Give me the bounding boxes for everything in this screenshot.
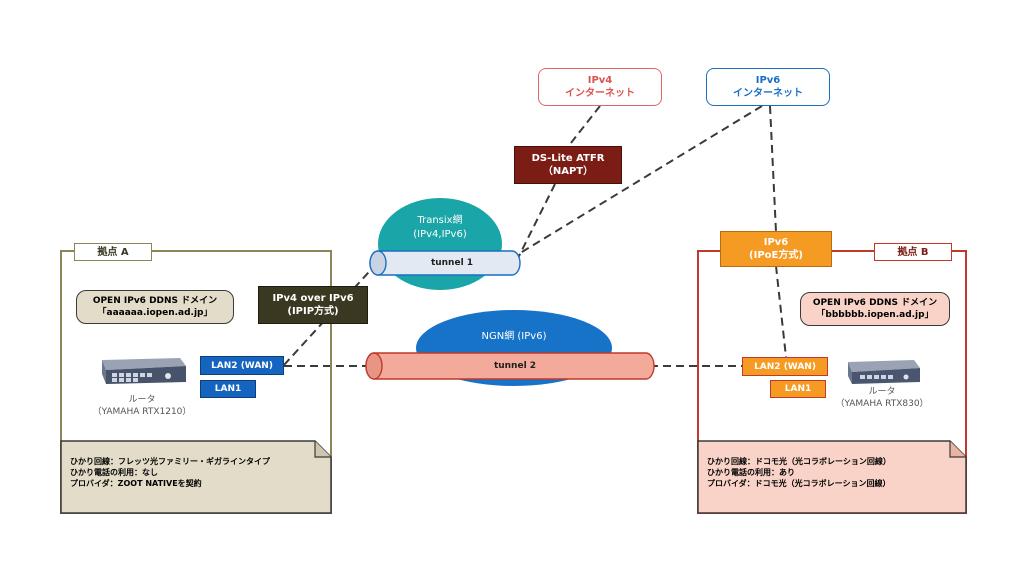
site-a-ddns: OPEN IPv6 DDNS ドメイン 「aaaaaa.iopen.ad.jp」 — [76, 290, 234, 324]
line-ipv6-to-tunnel1 — [511, 105, 763, 259]
site-a-info-line1: ひかり回線：フレッツ光ファミリー・ギガラインタイプ — [70, 457, 270, 466]
site-a-info-line3: プロバイダ：ZOOT NATIVEを契約 — [70, 479, 202, 488]
ipv6-internet-line2: インターネット — [733, 88, 803, 99]
site-b-info-line1: ひかり回線：ドコモ光（光コラボレーション回線） — [707, 457, 891, 466]
ipoe-box: IPv6 (IPoE方式) — [720, 231, 832, 267]
ipoe-line1: IPv6 — [763, 237, 789, 248]
site-a-info-shape — [60, 440, 332, 514]
site-b-info-shape — [697, 440, 967, 514]
line-ipv4-to-dslite — [566, 105, 601, 149]
site-a-lan2-port: LAN2 (WAN) — [200, 356, 284, 375]
site-b-info-line2: ひかり電話の利用：あり — [707, 468, 795, 477]
site-a-ddns-line2: 「aaaaaa.iopen.ad.jp」 — [97, 308, 213, 318]
site-b-ddns: OPEN IPv6 DDNS ドメイン 「bbbbbb.iopen.ad.jp」 — [800, 292, 950, 326]
site-b-ddns-line2: 「bbbbbb.iopen.ad.jp」 — [816, 310, 934, 320]
site-b-info-line3: プロバイダ：ドコモ光（光コラボレーション回線） — [707, 479, 891, 488]
router-a-caption: ルータ （YAMAHA RTX1210） — [86, 392, 198, 420]
router-b-label: ルータ — [868, 387, 896, 397]
dslite-atfr-box: DS-Lite ATFR （NAPT） — [514, 146, 622, 184]
site-b-lan1-label: LAN1 — [784, 384, 812, 394]
line-ipv6-to-ipoe — [769, 105, 777, 233]
router-b-model: （YAMAHA RTX830） — [835, 399, 929, 409]
ngn-label-wrap: NGN網 (IPv6) — [454, 330, 574, 344]
site-a-info-line2: ひかり電話の利用：なし — [70, 468, 158, 477]
site-a-lan1-label: LAN1 — [214, 384, 242, 394]
router-a-icon — [102, 358, 186, 384]
site-b-title-text: 拠点 B — [897, 246, 929, 258]
ngn-label: NGN網 (IPv6) — [481, 331, 547, 342]
site-a-lan2-label: LAN2 (WAN) — [211, 360, 273, 371]
line-dslite-to-tunnel1 — [517, 183, 556, 259]
site-a-title-text: 拠点 A — [97, 246, 129, 258]
router-a-model: （YAMAHA RTX1210） — [92, 407, 192, 417]
ipv6-internet-line1: IPv6 — [755, 75, 781, 86]
transix-label: Transix網 (IPv4,IPv6) — [380, 214, 500, 242]
ipv6-internet-box: IPv6 インターネット — [706, 68, 830, 106]
ipv4-internet-box: IPv4 インターネット — [538, 68, 662, 106]
transix-label-line1: Transix網 — [417, 215, 463, 226]
site-b-lan2-label: LAN2 (WAN) — [754, 361, 816, 372]
tunnel1-label-wrap: tunnel 1 — [396, 254, 508, 272]
dslite-line2: （NAPT） — [542, 166, 594, 177]
ipv4-internet-line2: インターネット — [565, 88, 635, 99]
ipip-line1: IPv4 over IPv6 — [272, 293, 354, 304]
router-b-caption: ルータ （YAMAHA RTX830） — [830, 384, 934, 412]
site-b-lan2-port: LAN2 (WAN) — [742, 357, 828, 376]
site-a-lan1-port: LAN1 — [200, 380, 256, 398]
site-b-info: ひかり回線：ドコモ光（光コラボレーション回線） ひかり電話の利用：あり プロバイ… — [707, 456, 957, 489]
site-a-ddns-line1: OPEN IPv6 DDNS ドメイン — [92, 296, 218, 306]
ipip-box: IPv4 over IPv6 (IPIP方式) — [258, 286, 368, 324]
tunnel2-label: tunnel 2 — [493, 361, 537, 371]
router-a-label: ルータ — [128, 395, 156, 405]
tunnel2-pipe — [365, 352, 655, 380]
tunnel1-pipe — [369, 250, 521, 276]
tunnel1-label: tunnel 1 — [430, 258, 474, 268]
site-b-lan1-port: LAN1 — [770, 380, 826, 398]
site-a-info: ひかり回線：フレッツ光ファミリー・ギガラインタイプ ひかり電話の利用：なし プロ… — [70, 456, 320, 489]
site-a-title: 拠点 A — [74, 243, 152, 261]
ipv4-internet-line1: IPv4 — [587, 75, 613, 86]
router-b-icon — [848, 360, 920, 384]
ipoe-line2: (IPoE方式) — [749, 250, 803, 261]
dslite-line1: DS-Lite ATFR — [531, 153, 605, 164]
line-ipoe-to-siteb-lan2 — [775, 265, 787, 358]
site-b-title: 拠点 B — [874, 243, 952, 261]
site-b-ddns-line1: OPEN IPv6 DDNS ドメイン — [812, 298, 938, 308]
transix-label-line2: (IPv4,IPv6) — [413, 229, 467, 240]
ipip-line2: (IPIP方式) — [287, 306, 339, 317]
tunnel2-label-wrap: tunnel 2 — [460, 357, 570, 375]
